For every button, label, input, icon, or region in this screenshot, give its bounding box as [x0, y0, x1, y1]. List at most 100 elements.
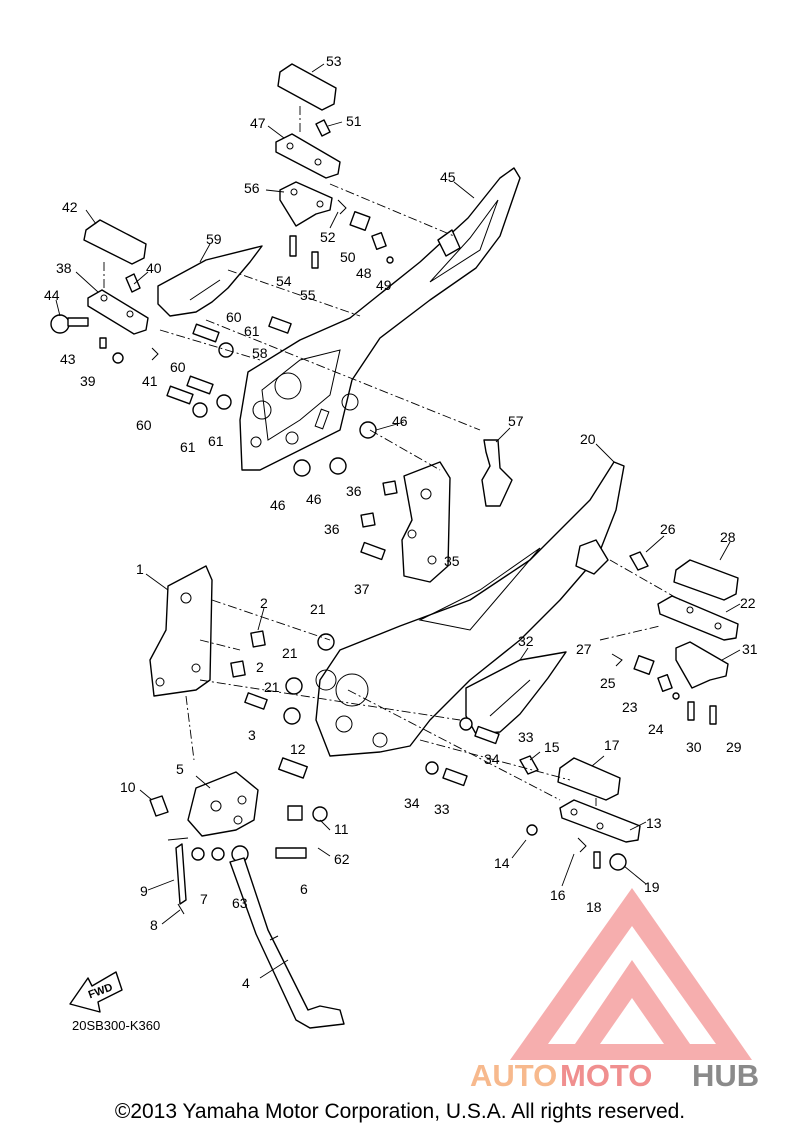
- upper-bolts-washers: [166, 316, 292, 418]
- passenger-footpeg-left: [50, 219, 159, 364]
- callout-11: 11: [334, 821, 349, 837]
- callout-5: 5: [176, 761, 184, 777]
- callout-19: 19: [644, 879, 660, 895]
- rear-footpeg-upper: [275, 63, 394, 269]
- side-stand-plate: [149, 565, 266, 697]
- callout-26: 26: [660, 521, 676, 537]
- callout-52: 52: [320, 229, 336, 245]
- lower-bolts-33-34: [425, 717, 500, 787]
- callout-8: 8: [150, 917, 158, 933]
- callout-60-a: 60: [226, 309, 242, 325]
- callout-41: 41: [142, 373, 158, 389]
- callout-43: 43: [60, 351, 76, 367]
- callout-34-b: 34: [404, 795, 420, 811]
- watermark-logo-mark: [510, 888, 752, 1060]
- rider-footpeg-left: [519, 755, 641, 871]
- callout-40: 40: [146, 260, 162, 276]
- rear-footrest-bracket: [239, 167, 521, 471]
- watermark-hub: HUB: [692, 1058, 759, 1093]
- bracket-57: [481, 439, 513, 507]
- callout-39: 39: [80, 373, 96, 389]
- callout-46-a: 46: [392, 413, 408, 429]
- callout-46-c: 46: [306, 491, 322, 507]
- callout-27: 27: [576, 641, 592, 657]
- callout-61-a: 61: [244, 323, 260, 339]
- callout-13: 13: [646, 815, 662, 831]
- callout-44: 44: [44, 287, 60, 303]
- watermark-auto: AUTO: [470, 1058, 557, 1093]
- callout-62: 62: [334, 851, 350, 867]
- callout-2-a: 2: [260, 595, 268, 611]
- callout-53: 53: [326, 53, 342, 69]
- diagram-code: 20SB300-K360: [72, 1018, 160, 1033]
- callout-61-c: 61: [208, 433, 224, 449]
- callout-18: 18: [586, 899, 602, 915]
- callout-21-a: 21: [310, 601, 326, 617]
- watermark-text: AUTO MOTO HUB: [470, 1058, 759, 1093]
- callout-54: 54: [276, 273, 292, 289]
- callout-61-b: 61: [180, 439, 196, 455]
- mount-plate-35: [360, 461, 451, 583]
- callout-numbers: 53 47 51 56 45 52 50 48 49 42 59 38 40 4…: [44, 53, 758, 991]
- callout-36-b: 36: [324, 521, 340, 537]
- callout-47: 47: [250, 115, 266, 131]
- callout-36-a: 36: [346, 483, 362, 499]
- main-footrest-bracket: [315, 461, 625, 757]
- callout-6: 6: [300, 881, 308, 897]
- callout-38: 38: [56, 260, 72, 276]
- callout-58: 58: [252, 345, 268, 361]
- rider-footpeg-right: [611, 551, 739, 725]
- copyright-notice: ©2013 Yamaha Motor Corporation, U.S.A. A…: [114, 1100, 686, 1123]
- callout-33-a: 33: [518, 729, 534, 745]
- callout-57: 57: [508, 413, 524, 429]
- heel-guard-upper: [157, 245, 263, 317]
- callout-46-b: 46: [270, 497, 286, 513]
- callout-15: 15: [544, 739, 560, 755]
- rubber-dampers-21: [244, 633, 335, 725]
- callout-1: 1: [136, 561, 144, 577]
- callout-49: 49: [376, 277, 392, 293]
- callout-21-b: 21: [282, 645, 298, 661]
- callout-3: 3: [248, 727, 256, 743]
- callout-25: 25: [600, 675, 616, 691]
- callout-35: 35: [444, 553, 460, 569]
- callout-29: 29: [726, 739, 742, 755]
- callout-12: 12: [290, 741, 306, 757]
- callout-31: 31: [742, 641, 758, 657]
- callout-33-b: 33: [434, 801, 450, 817]
- callout-32: 32: [518, 633, 534, 649]
- callout-24: 24: [648, 721, 664, 737]
- callout-34-a: 34: [484, 751, 500, 767]
- callout-45: 45: [440, 169, 456, 185]
- callout-7: 7: [200, 891, 208, 907]
- callout-17: 17: [604, 737, 620, 753]
- callout-10: 10: [120, 779, 136, 795]
- callout-60-c: 60: [136, 417, 152, 433]
- callout-4: 4: [242, 975, 250, 991]
- side-stand-assembly: [149, 757, 345, 1029]
- fwd-arrow-icon: FWD: [69, 971, 123, 1013]
- callout-63: 63: [232, 895, 248, 911]
- callout-56: 56: [244, 180, 260, 196]
- rubber-dampers-46: [293, 421, 377, 477]
- callout-9: 9: [140, 883, 148, 899]
- callout-42: 42: [62, 199, 78, 215]
- assembly-guide-lines: [103, 106, 681, 806]
- callout-16: 16: [550, 887, 566, 903]
- callout-48: 48: [356, 265, 372, 281]
- callout-59: 59: [206, 231, 222, 247]
- callout-55: 55: [300, 287, 316, 303]
- callout-50: 50: [340, 249, 356, 265]
- callout-14: 14: [494, 855, 510, 871]
- watermark-moto: MOTO: [560, 1058, 652, 1093]
- callout-28: 28: [720, 529, 736, 545]
- callout-20: 20: [580, 431, 596, 447]
- callout-22: 22: [740, 595, 756, 611]
- callout-30: 30: [686, 739, 702, 755]
- callout-37: 37: [354, 581, 370, 597]
- callout-21-c: 21: [264, 679, 280, 695]
- callout-51: 51: [346, 113, 362, 129]
- callout-2-b: 2: [256, 659, 264, 675]
- callout-23: 23: [622, 699, 638, 715]
